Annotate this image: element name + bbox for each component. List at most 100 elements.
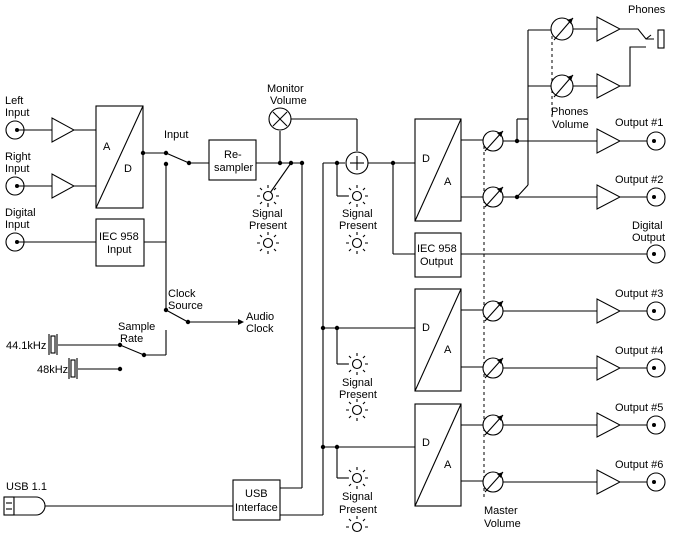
digital-output-jack — [646, 244, 666, 264]
da-converter-2-a: A — [444, 344, 452, 356]
monitor-volume-label-1: Monitor — [267, 83, 304, 95]
iec-958-output-label-1: IEC 958 — [417, 243, 457, 255]
signal-present-led-icon — [346, 353, 368, 375]
sample-rate-label-1: Sample — [118, 321, 155, 333]
usb-interface-block — [232, 479, 281, 521]
master-volume-knob-5[interactable] — [482, 414, 504, 436]
phones-left-amplifier — [596, 16, 622, 42]
clock-source-label-1: Clock — [168, 288, 196, 300]
resampler-label-1: Re- — [224, 149, 242, 161]
output-1-jack — [646, 131, 666, 151]
signal-present-4-label-1: Signal — [342, 491, 373, 503]
iec-958-input-label-1: IEC 958 — [99, 231, 139, 243]
resampler-label-2: sampler — [214, 162, 253, 174]
signal-present-3-label-1: Signal — [342, 377, 373, 389]
master-volume-label-1: Master — [484, 505, 518, 517]
left-input-amplifier — [51, 117, 76, 143]
master-volume-knob-6[interactable] — [482, 471, 504, 493]
phones-volume-label-2: Volume — [552, 119, 589, 131]
phones-volume-knob-2[interactable] — [550, 74, 574, 98]
master-volume-knob-3[interactable] — [482, 300, 504, 322]
monitor-volume-label-2: Volume — [270, 95, 307, 107]
output-2-amplifier — [596, 184, 622, 210]
output-2-jack — [646, 187, 666, 207]
output-5-amplifier — [596, 412, 622, 438]
master-volume-knob-4[interactable] — [482, 357, 504, 379]
digital-input-label-1: Digital — [5, 207, 36, 219]
output-6-jack — [646, 472, 666, 492]
output-3-amplifier — [596, 298, 622, 324]
da-converter-1-block — [414, 118, 462, 222]
master-volume-knob-1[interactable] — [482, 130, 504, 152]
usb-interface-label-1: USB — [245, 488, 268, 500]
da-converter-3-a: A — [444, 459, 452, 471]
summing-node-icon — [345, 151, 369, 175]
ad-converter-d: D — [124, 163, 132, 175]
usb-interface-label-2: Interface — [235, 502, 278, 514]
ad-converter-a: A — [103, 141, 111, 153]
phones-volume-knob-1[interactable] — [550, 17, 574, 41]
left-input-label-2: Input — [5, 107, 29, 119]
sample-rate-label-2: Rate — [120, 333, 143, 345]
signal-present-4-label-2: Present — [339, 504, 377, 516]
da-converter-3-block — [414, 403, 462, 507]
output-1-label: Output #1 — [615, 117, 663, 129]
phones-right-amplifier — [596, 73, 622, 99]
signal-present-3-label-2: Present — [339, 389, 377, 401]
usb-label: USB 1.1 — [6, 481, 47, 493]
phones-volume-label-1: Phones — [551, 106, 589, 118]
signal-present-2-label-1: Signal — [342, 208, 373, 220]
audio-clock-label-1: Audio — [246, 311, 274, 323]
output-3-jack — [646, 301, 666, 321]
output-3-label: Output #3 — [615, 288, 663, 300]
output-1-amplifier — [596, 128, 622, 154]
da-converter-3-d: D — [422, 437, 430, 449]
da-converter-2-block — [414, 288, 462, 392]
signal-present-2-label-2: Present — [339, 220, 377, 232]
rate-48khz-label: 48kHz — [37, 364, 68, 376]
digital-output-label-1: Digital — [632, 220, 663, 232]
signal-present-led-icon — [346, 516, 368, 533]
signal-present-led-icon — [346, 467, 368, 489]
rate-44khz-label: 44.1kHz — [6, 340, 46, 352]
signal-present-led-icon — [257, 232, 279, 254]
digital-output-label-2: Output — [632, 232, 665, 244]
usb-connector-icon — [3, 496, 46, 516]
ad-converter-block — [95, 105, 144, 209]
da-converter-1-d: D — [422, 153, 430, 165]
right-input-label-1: Right — [5, 151, 31, 163]
right-input-label-2: Input — [5, 163, 29, 175]
signal-present-led-icon — [346, 399, 368, 421]
iec-958-input-block — [95, 218, 145, 267]
digital-input-label-2: Input — [5, 219, 29, 231]
output-4-label: Output #4 — [615, 345, 663, 357]
iec-958-output-label-2: Output — [420, 256, 453, 268]
output-5-jack — [646, 415, 666, 435]
output-4-jack — [646, 358, 666, 378]
right-input-amplifier — [51, 173, 76, 199]
signal-present-1-label-2: Present — [249, 220, 287, 232]
audio-clock-label-2: Clock — [246, 323, 274, 335]
monitor-volume-knob[interactable] — [268, 107, 292, 131]
left-input-label-1: Left — [5, 95, 23, 107]
signal-present-led-icon — [346, 232, 368, 254]
headphone-jack-icon — [645, 29, 665, 49]
master-volume-label-2: Volume — [484, 518, 521, 530]
phones-label: Phones — [628, 4, 666, 16]
signal-present-led-icon — [346, 185, 368, 207]
output-2-label: Output #2 — [615, 174, 663, 186]
output-6-label: Output #6 — [615, 459, 663, 471]
output-5-label: Output #5 — [615, 402, 663, 414]
resampler-block — [208, 139, 257, 181]
crystal-48khz-icon — [68, 358, 78, 379]
iec-958-output-block — [414, 232, 462, 278]
output-4-amplifier — [596, 355, 622, 381]
iec-958-input-label-2: Input — [107, 244, 131, 256]
da-converter-2-d: D — [422, 322, 430, 334]
signal-present-1-label-1: Signal — [252, 208, 283, 220]
master-volume-knob-2[interactable] — [482, 186, 504, 208]
signal-present-led-icon — [257, 185, 279, 207]
output-6-amplifier — [596, 469, 622, 495]
input-switch-label: Input — [164, 129, 188, 141]
